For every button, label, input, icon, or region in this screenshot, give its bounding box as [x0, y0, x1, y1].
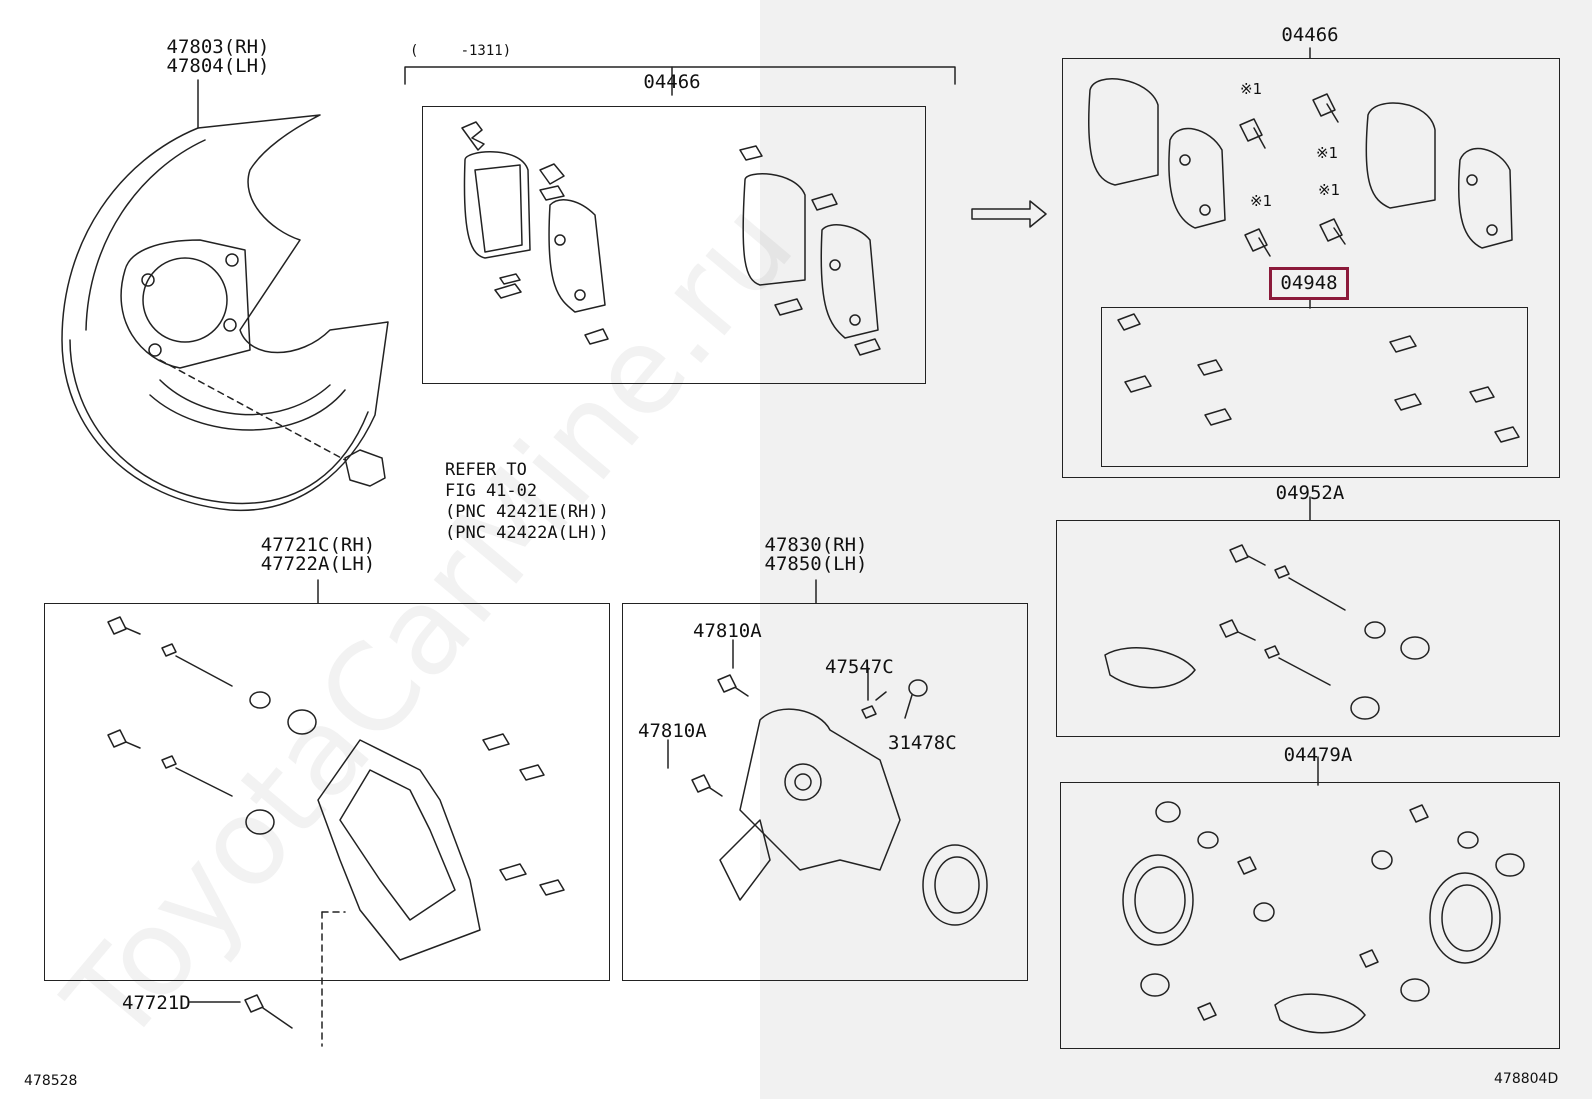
slide-pin-kit-drawing — [1104, 496, 1430, 720]
left-pad-kit-drawing — [461, 121, 881, 356]
highlight-frame — [1269, 267, 1349, 300]
right-pad-kit-box — [1062, 58, 1560, 478]
shaded-background — [760, 0, 1592, 1099]
note-mark: ※1 — [1316, 144, 1339, 162]
cap-part-number[interactable]: 31478C — [888, 732, 957, 754]
left-pad-kit-part-number[interactable]: 04466 — [643, 71, 701, 93]
slide-pin-kit-part-number[interactable]: 04952A — [1275, 482, 1345, 504]
bolt-part-number[interactable]: 47810A — [693, 620, 762, 642]
note-mark: ※1 — [1250, 192, 1273, 210]
bleeder-part-number[interactable]: 47547C — [825, 656, 894, 678]
seal-kit-box — [1060, 782, 1560, 1049]
mount-bolt-part-number[interactable]: 47721D — [122, 992, 191, 1014]
bolt-part-number[interactable]: 47810A — [638, 720, 707, 742]
note-mark: ※1 — [1318, 181, 1341, 199]
cylinder-box — [622, 603, 1028, 981]
caliper-mount-drawing — [107, 579, 565, 1047]
cylinder-drawing — [667, 579, 988, 926]
left-pad-kit-box — [422, 106, 926, 384]
caliper-mount-part-number[interactable]: 47721C(RH) 47722A(LH) — [260, 534, 376, 575]
dust-shield-drawing — [61, 79, 389, 512]
cylinder-part-number[interactable]: 47830(RH) 47850(LH) — [764, 534, 868, 575]
right-pad-kit-part-number[interactable]: 04466 — [1281, 24, 1339, 46]
figure-number-right: 478804D — [1494, 1071, 1559, 1087]
figure-number-left: 478528 — [24, 1073, 78, 1089]
shim-kit-part-number[interactable]: 04948 — [1280, 272, 1338, 294]
date-range: ( -1311) — [410, 43, 512, 59]
shim-kit-box — [1101, 307, 1528, 467]
shield-part-number[interactable]: 47803(RH) 47804(LH) — [166, 36, 270, 77]
note-mark: ※1 — [1240, 80, 1263, 98]
refer-to-note[interactable]: REFER TO FIG 41-02 (PNC 42421E(RH)) (PNC… — [445, 460, 609, 543]
seal-kit-part-number[interactable]: 04479A — [1283, 744, 1353, 766]
slide-pin-kit-box — [1056, 520, 1560, 737]
seal-kit-drawing — [1122, 756, 1525, 1034]
caliper-mount-box — [44, 603, 610, 981]
